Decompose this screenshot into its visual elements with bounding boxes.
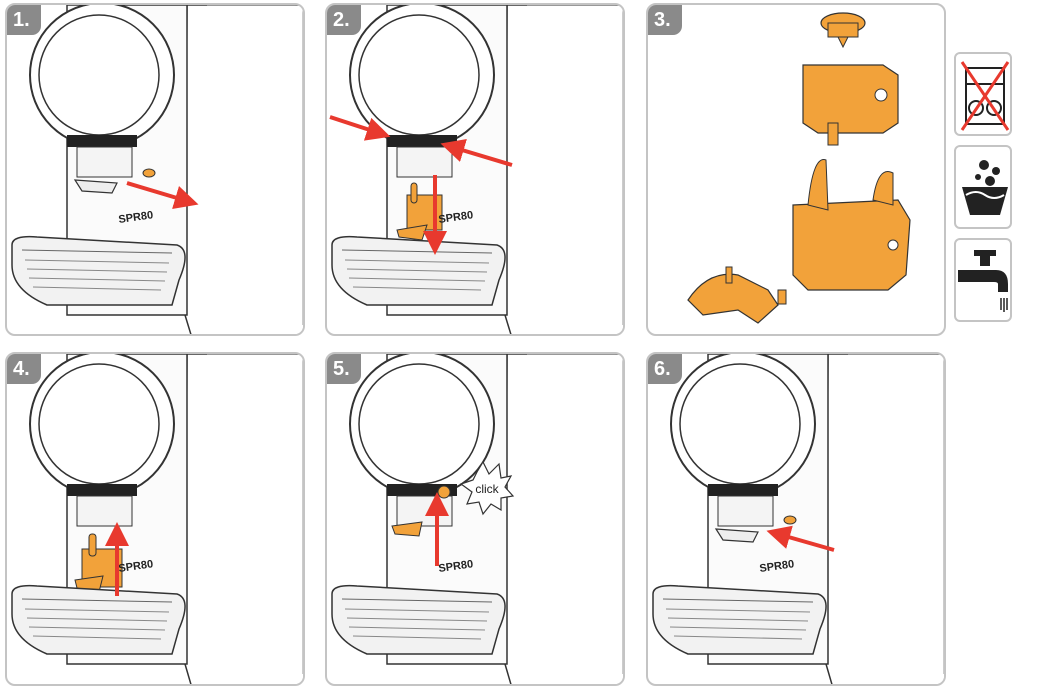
step-number: 3.: [648, 5, 682, 35]
water-tap-icon: [954, 238, 1012, 322]
step-number: 2.: [327, 5, 361, 35]
step-panel-1: 1. SPR80: [5, 3, 305, 336]
step-number: 1.: [7, 5, 41, 35]
machine-illustration: SPR80: [11, 354, 303, 684]
step-number: 4.: [7, 354, 41, 384]
click-callout: click: [475, 482, 499, 496]
wash-basin-icon: [954, 145, 1012, 229]
step-number: 5.: [327, 354, 361, 384]
parts-illustration: [687, 12, 911, 324]
machine-illustration: SPR80 click: [331, 354, 623, 684]
brand-logo: SPR80: [118, 209, 154, 226]
brand-logo: SPR80: [118, 558, 154, 575]
brand-logo: SPR80: [438, 209, 474, 226]
step-panel-2: 2. SPR80: [325, 3, 625, 336]
no-dishwasher-icon: [954, 52, 1012, 136]
step-number: 6.: [648, 354, 682, 384]
step-panel-6: 6. SPR80: [646, 352, 946, 686]
step-panel-3: 3.: [646, 3, 946, 336]
machine-illustration: SPR80: [11, 5, 303, 334]
machine-illustration: SPR80: [652, 354, 944, 684]
brand-logo: SPR80: [438, 558, 474, 575]
click-burst-icon: [459, 460, 515, 516]
brand-logo: SPR80: [759, 558, 795, 575]
machine-illustration: SPR80: [329, 5, 623, 334]
step-panel-5: 5. SPR80 click: [325, 352, 625, 686]
step-panel-4: 4. SPR80: [5, 352, 305, 686]
